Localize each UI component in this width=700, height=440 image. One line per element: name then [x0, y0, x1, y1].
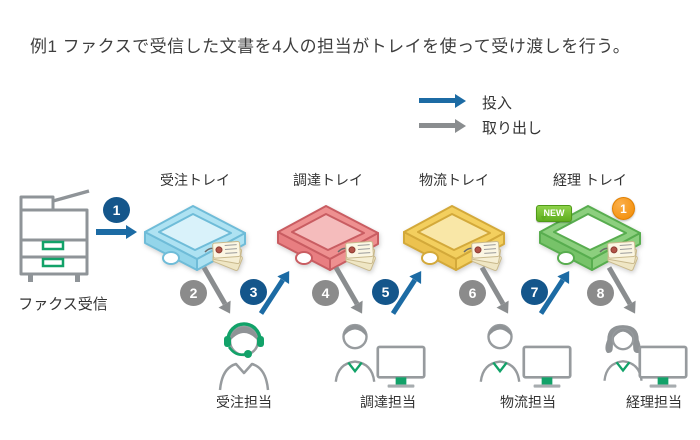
procurement-staff-icon	[334, 323, 376, 382]
logistics-tray-icon	[403, 205, 505, 271]
hair	[230, 327, 258, 341]
count-badge: 1	[612, 197, 635, 220]
new-badge: NEW	[536, 205, 572, 222]
fax-handle-2	[41, 257, 65, 268]
step-arrow-1	[96, 225, 137, 239]
monitor-icon	[522, 345, 572, 388]
monitor-icon	[638, 345, 688, 388]
tray-tag-icon	[599, 241, 638, 271]
person-label-procurement: 調達担当	[360, 394, 416, 410]
step-circle-8: 8	[587, 280, 614, 306]
collar	[492, 361, 508, 374]
tray-tag-icon	[337, 241, 376, 271]
tray-label-logistics: 物流トレイ	[419, 172, 489, 188]
step-circle-6: 6	[459, 280, 486, 306]
tray-tag-icon	[463, 241, 502, 271]
headset-icon	[224, 322, 264, 358]
collar	[347, 361, 363, 374]
fax-body	[19, 208, 89, 242]
order-staff-icon	[218, 322, 270, 391]
tray-label-accounting: 経理 トレイ	[553, 172, 627, 188]
logistics-staff-icon	[479, 323, 521, 382]
legend-insert-label: 投入	[482, 95, 513, 112]
legend-takeout-label: 取り出し	[482, 120, 543, 137]
fax-leg-left	[28, 274, 33, 282]
fax-feeder-arm	[52, 189, 90, 203]
head	[611, 327, 635, 351]
hair	[343, 325, 367, 337]
step-circle-4: 4	[312, 280, 339, 306]
fax-leg-right	[75, 274, 80, 282]
tray-label-order: 受注トレイ	[160, 172, 230, 188]
body	[218, 362, 270, 391]
step-circle-2: 2	[180, 280, 207, 306]
person-label-accounting: 経理担当	[626, 394, 682, 410]
monitor-icon	[376, 345, 426, 388]
person-label-order: 受注担当	[216, 394, 272, 410]
hair	[488, 325, 512, 337]
order-tray-icon	[144, 205, 246, 271]
fax-label: ファクス受信	[18, 296, 108, 313]
tray-label-procurement: 調達トレイ	[293, 172, 363, 188]
fax-machine-icon	[19, 189, 90, 282]
step-circle-3: 3	[240, 279, 267, 305]
hair	[612, 328, 634, 340]
person-label-logistics: 物流担当	[500, 394, 556, 410]
step-circle-5: 5	[372, 279, 399, 305]
diagram-title: 例1 ファクスで受信した文書を4人の担当がトレイを使って受け渡しを行う。	[30, 37, 631, 56]
procurement-tray-icon	[277, 205, 379, 271]
legend-takeout-arrow-icon	[419, 118, 466, 133]
tray-tag-icon	[204, 241, 243, 271]
fax-feeder	[19, 195, 55, 212]
fax-handle-1	[41, 240, 65, 251]
step-circle-1: 1	[103, 197, 130, 223]
accounting-staff-icon	[603, 325, 643, 381]
legend-insert-arrow-icon	[419, 93, 466, 108]
collar	[615, 361, 631, 373]
step-circle-7: 7	[521, 279, 548, 305]
